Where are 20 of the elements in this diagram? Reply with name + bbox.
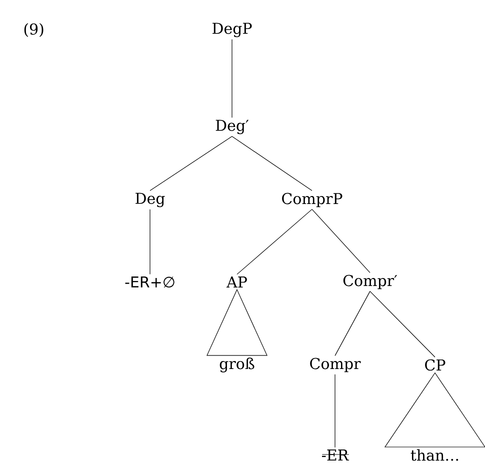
- branch-line: [232, 136, 312, 191]
- branch-line: [370, 291, 436, 358]
- branch-line: [334, 291, 370, 356]
- tree-label: Compr′: [343, 274, 398, 290]
- tree-label: AP: [226, 276, 247, 288]
- example-number: (9): [24, 23, 44, 37]
- tree-label: -ER+∅: [125, 276, 174, 288]
- tree-label: CP: [425, 359, 446, 371]
- tree-label: Compr: [310, 358, 361, 372]
- tree-label: DegP: [212, 22, 252, 38]
- branch-line: [334, 374, 336, 448]
- tree-label: Deg: [136, 192, 165, 208]
- tree-label: Deg′: [216, 120, 249, 134]
- branch-line: [236, 209, 312, 275]
- branch-line: [150, 136, 232, 191]
- tree-label: than…: [410, 449, 458, 461]
- tree-label: ComprP: [282, 192, 342, 208]
- branch-line: [312, 209, 370, 273]
- tree-label: groß: [220, 358, 254, 372]
- struck-label: -ER: [322, 450, 350, 460]
